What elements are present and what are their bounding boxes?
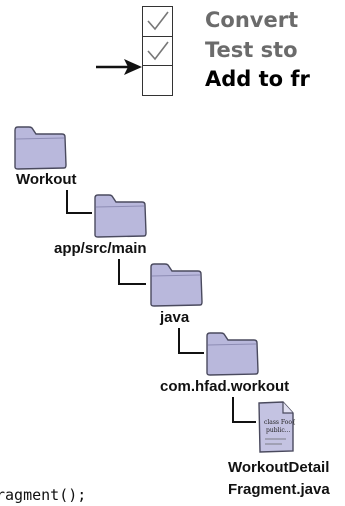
folder-label-workout: Workout	[16, 171, 77, 188]
task-label-3: Add to fr	[205, 67, 310, 91]
checkmark-icon	[147, 11, 169, 31]
folder-icon	[204, 331, 260, 377]
file-label-line-1: WorkoutDetail	[228, 459, 330, 476]
task-checklist: Convert Test sto Add to fr	[0, 0, 345, 110]
folder-icon	[148, 262, 204, 308]
folder-label-java: java	[160, 309, 190, 326]
folder-icon	[12, 125, 68, 171]
svg-text:class Foo{: class Foo{	[264, 419, 296, 426]
tree-connector	[232, 397, 256, 423]
folder-label-app-src-main: app/src/main	[54, 240, 147, 257]
folder-label-com-hfad-workout: com.hfad.workout	[160, 378, 290, 395]
task-label-1: Convert	[205, 8, 299, 32]
folder-icon	[92, 193, 148, 239]
tree-connector	[118, 259, 146, 285]
task-label-2: Test sto	[205, 38, 298, 62]
tree-connector	[66, 190, 92, 214]
checkbox-1[interactable]	[142, 6, 173, 37]
java-file-icon: class Foo{ public...	[258, 401, 296, 453]
svg-text:public...: public...	[266, 427, 291, 434]
checkbox-2[interactable]	[142, 36, 173, 67]
file-label-line-2: Fragment.java	[228, 481, 330, 498]
tree-connector	[178, 328, 204, 354]
checkmark-icon	[147, 41, 169, 61]
arrow-icon	[96, 59, 142, 75]
checkbox-3[interactable]	[142, 65, 173, 96]
code-snippet: ragment();	[0, 486, 87, 504]
